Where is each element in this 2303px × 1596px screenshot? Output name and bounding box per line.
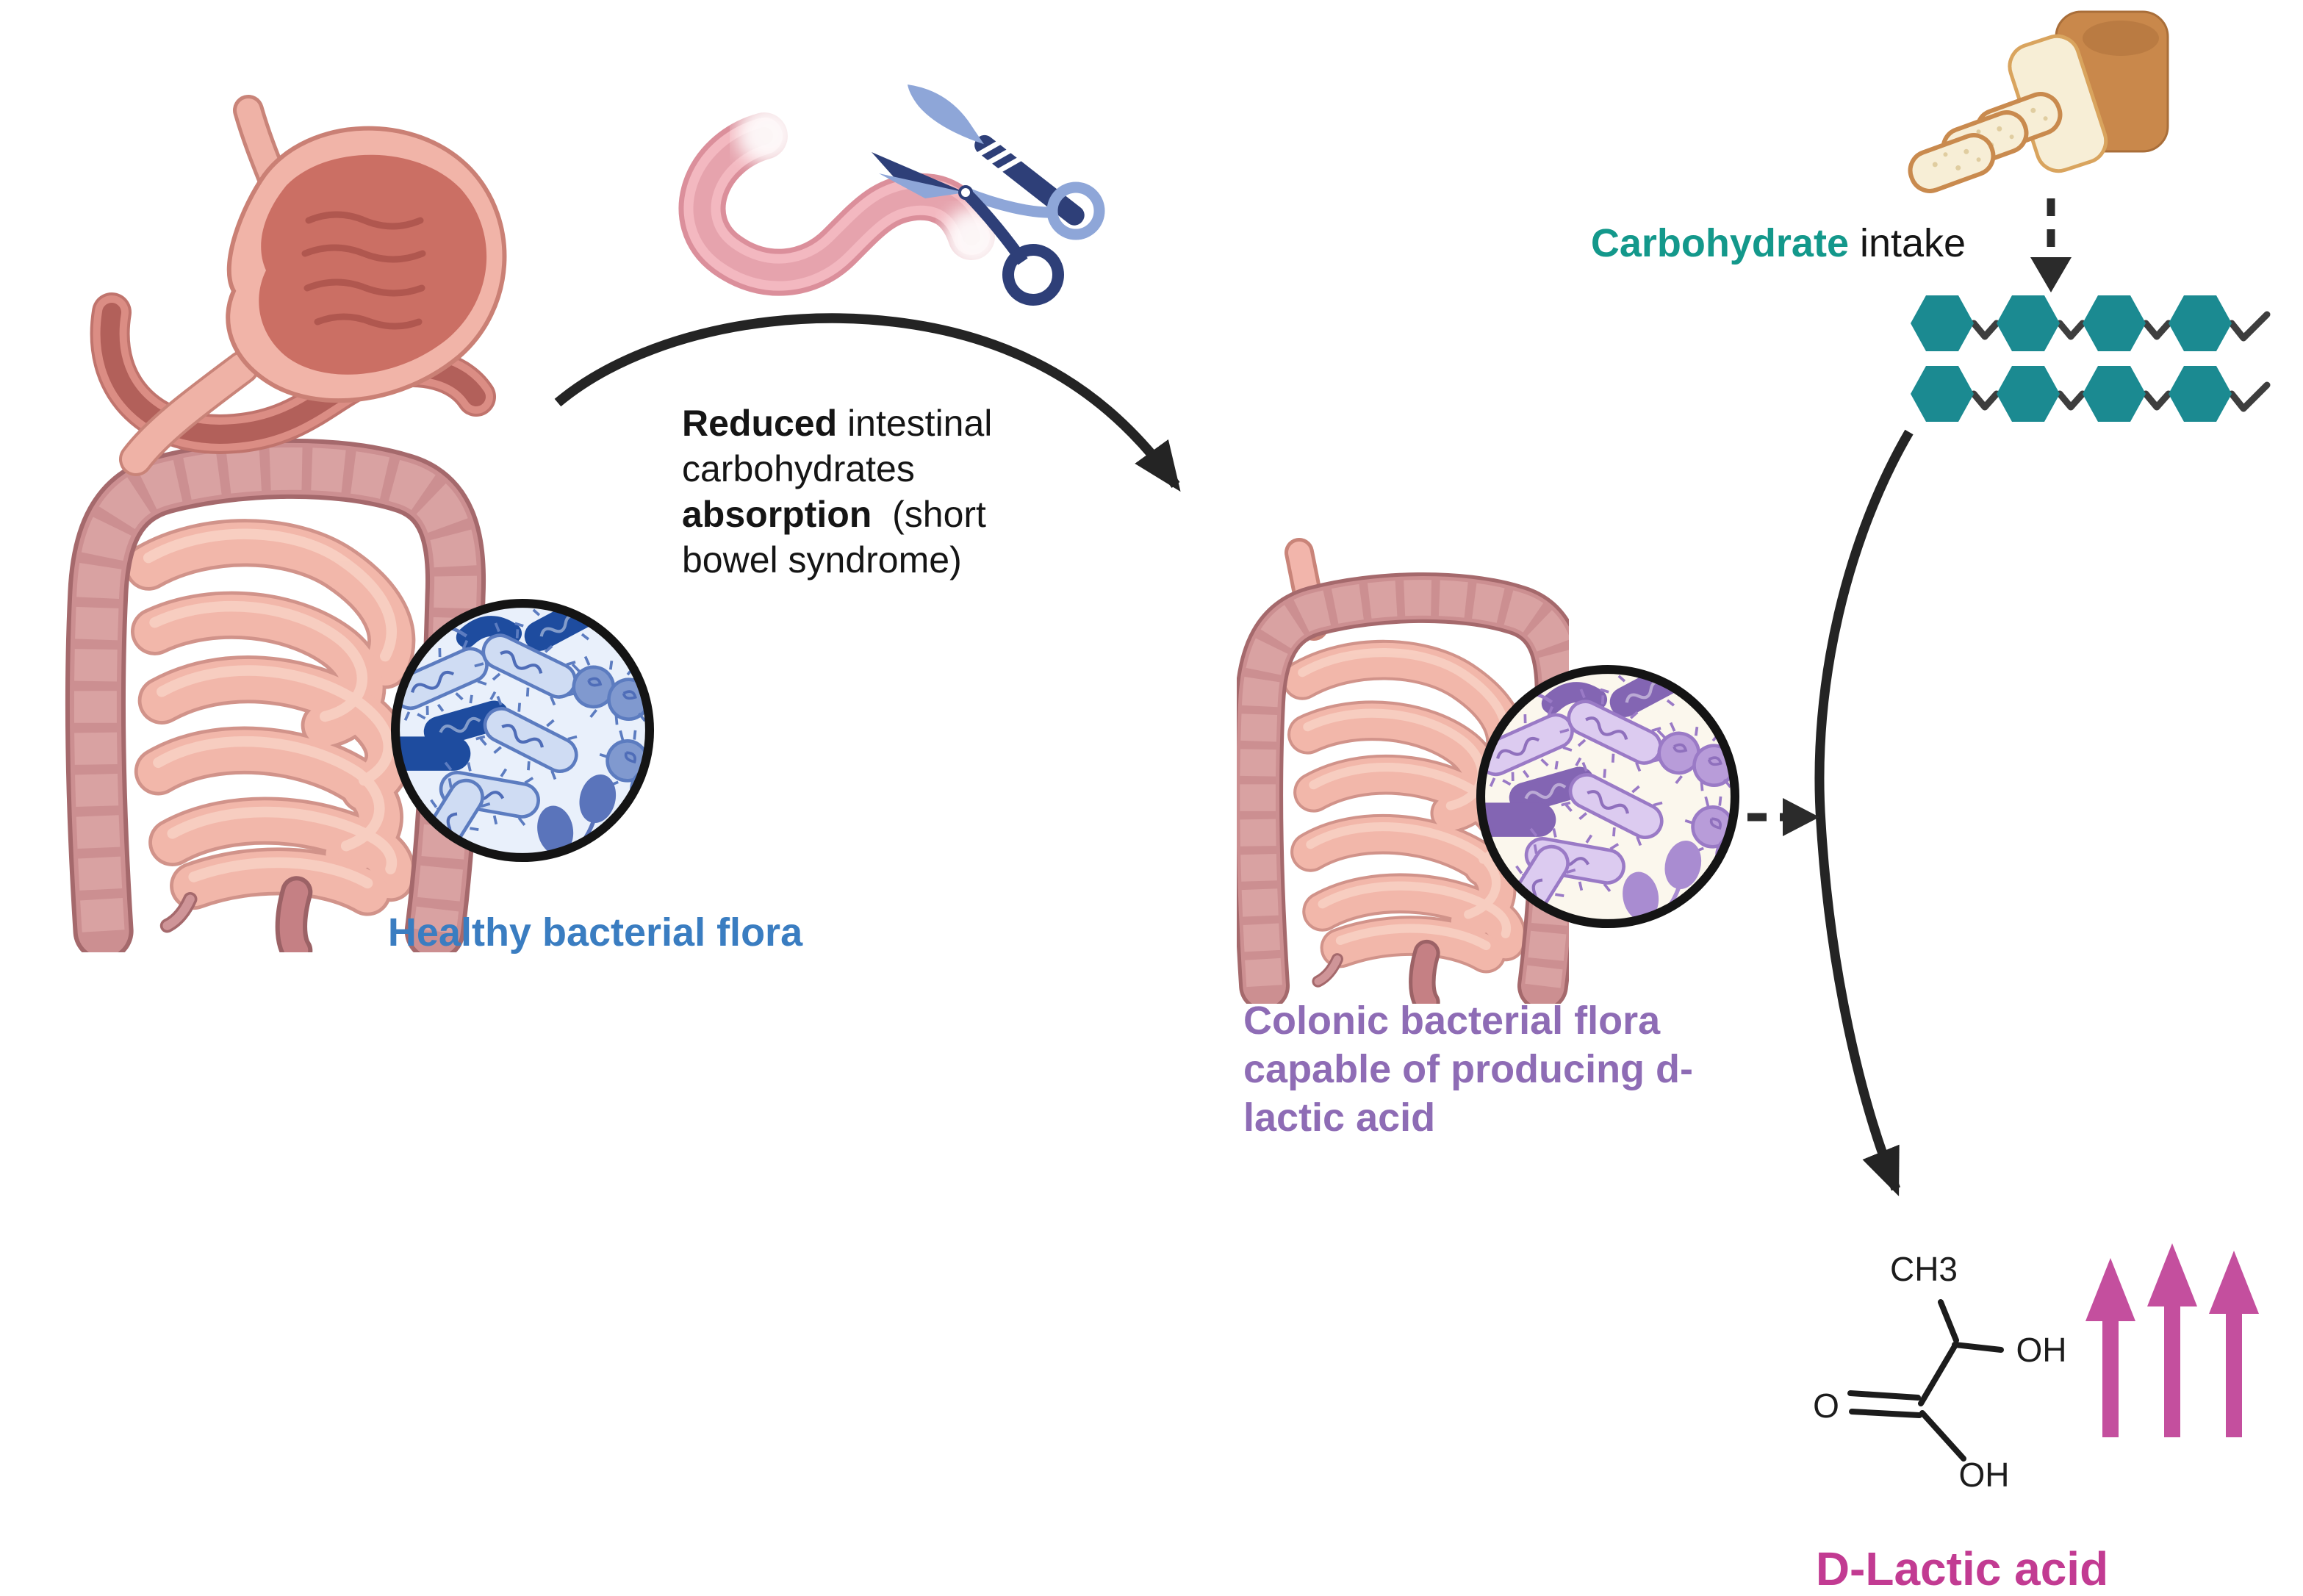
colonic-label-line3: lactic acid <box>1243 1096 1436 1140</box>
note-text-carbohydrates: carbohydrates <box>682 448 915 489</box>
colonic-flora-label: Colonic bacterial flora capable of produ… <box>1243 996 1743 1142</box>
gi-tract-icon <box>96 95 507 951</box>
scissors-icon <box>872 152 1105 306</box>
dashed-down-arrow-icon <box>2030 198 2072 292</box>
curved-arrow-icon <box>554 313 1181 492</box>
note-text-intestinal: intestinal <box>837 403 993 444</box>
chem-label-oh-bottom: OH <box>1958 1456 2010 1494</box>
colonic-label-line1: Colonic bacterial flora <box>1243 999 1661 1043</box>
chem-label-ch3: CH3 <box>1889 1250 1958 1288</box>
fermentation-arrow-icon <box>1814 429 1914 1197</box>
d-lactic-acid-label: D-Lactic acid <box>1815 1542 2109 1595</box>
carb-label-highlight: Carbohydrate <box>1590 221 1849 265</box>
lactic-acid-structure-icon <box>1847 1299 2004 1462</box>
chem-label-o: O <box>1813 1387 1839 1425</box>
note-text-bowel-syndrome: bowel syndrome) <box>682 539 962 580</box>
dashed-right-arrow-icon <box>1747 798 1819 836</box>
healthy-flora-label: Healthy bacterial flora <box>387 910 803 955</box>
carbohydrate-intake-label: Carbohydrate intake <box>1558 220 1999 266</box>
polysaccharide-chain-icon <box>1911 295 2271 422</box>
colonic-label-line2: capable of producing d- <box>1243 1047 1694 1091</box>
note-text-short: (short <box>872 494 986 535</box>
reduced-absorption-note: Reduced intestinal carbohydrates absorpt… <box>682 400 1064 583</box>
chem-label-oh-right: OH <box>2016 1331 2067 1369</box>
bread-icon <box>1905 10 2169 196</box>
note-bold-reduced: Reduced <box>682 403 838 444</box>
note-bold-absorption: absorption <box>682 494 872 535</box>
carb-label-rest: intake <box>1848 221 1966 265</box>
colonic-gi-tract-icon <box>1258 538 1561 1002</box>
increase-arrows-icon <box>2085 1243 2259 1437</box>
